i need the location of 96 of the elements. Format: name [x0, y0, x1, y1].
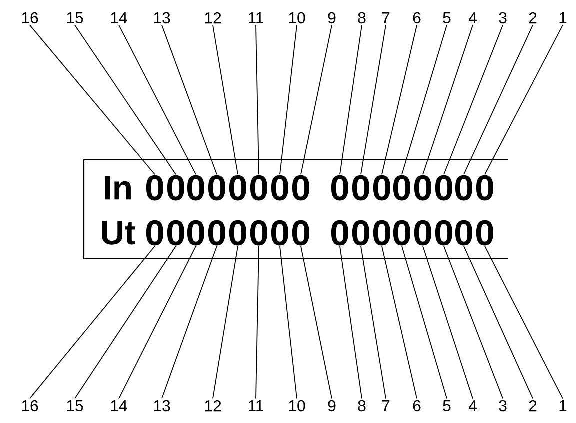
- leader-line: [464, 24, 534, 176]
- digit: 0: [331, 175, 348, 201]
- digit: 0: [250, 220, 268, 246]
- callout-number: 15: [67, 12, 84, 24]
- digit: 0: [146, 220, 164, 246]
- leader-line: [484, 246, 564, 400]
- callout-number: 2: [529, 400, 537, 412]
- leader-line: [402, 246, 448, 400]
- callout-number: 16: [22, 400, 38, 412]
- callout-number: 13: [154, 400, 170, 412]
- leader-line: [256, 246, 260, 400]
- leader-line: [118, 246, 196, 400]
- leader-line: [118, 24, 196, 176]
- digit: 0: [373, 220, 390, 246]
- leader-line: [280, 24, 298, 176]
- leader-line: [422, 24, 474, 176]
- leader-line: [256, 24, 260, 176]
- leader-line: [162, 24, 218, 176]
- leader-line: [382, 24, 418, 176]
- callout-number: 4: [468, 400, 477, 412]
- callout-number: 3: [499, 12, 507, 24]
- digit: 0: [167, 220, 184, 246]
- callout-number: 11: [248, 400, 264, 412]
- callout-number: 5: [443, 12, 451, 24]
- digit: 0: [292, 220, 310, 246]
- digit: 0: [146, 175, 164, 201]
- digit: 0: [229, 175, 246, 201]
- callout-number: 1: [560, 400, 567, 412]
- digit: 0: [187, 175, 204, 201]
- callout-number: 14: [111, 12, 128, 24]
- leader-line: [444, 246, 504, 400]
- callout-number: 8: [358, 400, 366, 412]
- leader-line: [360, 24, 386, 176]
- leader-line: [382, 246, 418, 400]
- digit: 0: [187, 220, 204, 246]
- leader-line: [360, 246, 386, 400]
- digit: 0: [455, 220, 472, 246]
- leader-line: [162, 246, 218, 400]
- callout-number: 10: [289, 400, 306, 412]
- callout-number: 14: [111, 400, 128, 412]
- digit: 0: [476, 175, 494, 201]
- callout-number: 9: [328, 400, 336, 412]
- digit: 0: [352, 220, 370, 246]
- digit: 0: [393, 220, 410, 246]
- callout-number: 15: [67, 400, 84, 412]
- callout-number: 12: [205, 400, 222, 412]
- callout-number: 6: [413, 12, 421, 24]
- leader-line: [30, 24, 156, 176]
- leader-line: [340, 24, 362, 176]
- digit: 0: [414, 220, 432, 246]
- callout-number: 8: [358, 12, 366, 24]
- digit: 0: [229, 220, 246, 246]
- digit: 0: [208, 220, 226, 246]
- callout-number: 10: [289, 12, 306, 24]
- callout-number: 12: [205, 12, 222, 24]
- leader-line: [402, 24, 448, 176]
- digit: 0: [250, 175, 268, 201]
- digit: 0: [331, 220, 348, 246]
- leader-line: [30, 246, 156, 400]
- digit: 0: [167, 175, 184, 201]
- callout-number: 6: [413, 400, 421, 412]
- leader-line: [74, 246, 176, 400]
- leader-line: [444, 24, 504, 176]
- leader-line: [212, 24, 238, 176]
- leader-line: [340, 246, 362, 400]
- leader-line: [280, 246, 298, 400]
- digit: 0: [435, 220, 452, 246]
- callout-number: 9: [328, 12, 336, 24]
- callout-number: 11: [248, 12, 264, 24]
- digit: 0: [208, 175, 226, 201]
- callout-number: 5: [443, 400, 451, 412]
- callout-number: 13: [154, 12, 170, 24]
- digit: 0: [476, 220, 494, 246]
- callout-number: 4: [468, 12, 477, 24]
- digit: 0: [455, 175, 472, 201]
- digit: 0: [373, 175, 390, 201]
- callout-number: 2: [529, 12, 537, 24]
- digit: 0: [414, 175, 432, 201]
- callout-number: 7: [382, 400, 390, 412]
- leader-line: [300, 246, 332, 400]
- callout-number: 1: [560, 12, 567, 24]
- callout-number: 7: [382, 12, 390, 24]
- leader-line: [464, 246, 534, 400]
- digit: 0: [271, 220, 288, 246]
- leader-line: [74, 24, 176, 176]
- callout-number: 16: [22, 12, 38, 24]
- digit: 0: [435, 175, 452, 201]
- digit: 0: [393, 175, 410, 201]
- leader-line: [212, 246, 238, 400]
- digit: 0: [292, 175, 310, 201]
- callout-number: 3: [499, 400, 507, 412]
- leader-line: [300, 24, 332, 176]
- leader-line: [422, 246, 474, 400]
- digit: 0: [352, 175, 370, 201]
- leader-line: [484, 24, 564, 176]
- digit: 0: [271, 175, 288, 201]
